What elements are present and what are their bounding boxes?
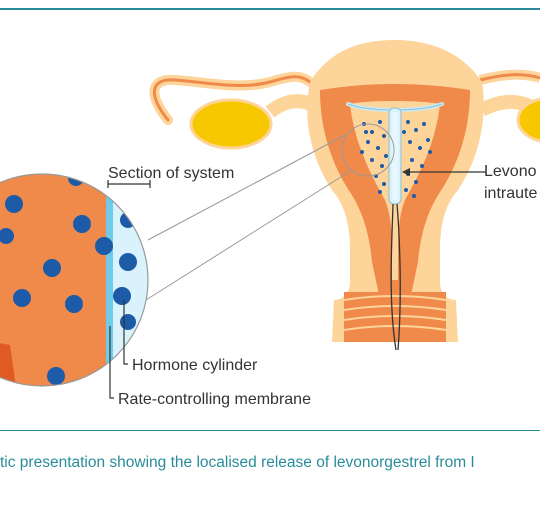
top-rule <box>0 8 540 10</box>
bottom-rule <box>0 430 540 431</box>
label-rate-controlling-membrane: Rate-controlling membrane <box>118 391 311 408</box>
magnifier-source-circle <box>341 123 395 177</box>
membrane-leader <box>109 326 114 399</box>
device-leader-arrow <box>402 168 410 176</box>
right-ovary <box>516 97 540 143</box>
uterus-anatomy <box>149 40 540 351</box>
hormone-cylinder-leader <box>123 300 128 365</box>
zoom-connector-top <box>147 134 346 241</box>
label-section-of-system: Section of system <box>108 165 234 182</box>
label-device-line1: Levono <box>484 163 537 180</box>
label-hormone-cylinder: Hormone cylinder <box>132 357 258 374</box>
uterus-diagram: Section of system Hormone cylinder Rate-… <box>0 40 540 408</box>
figure-caption: tic presentation showing the localised r… <box>0 454 475 471</box>
zoom-connector-bottom <box>145 169 353 301</box>
left-ovary <box>189 98 273 150</box>
cervix-rugae <box>343 292 447 342</box>
intrauterine-system <box>346 102 444 351</box>
label-device-line2: intraute <box>484 185 537 202</box>
section-bracket <box>107 180 151 188</box>
membrane-zoomed <box>106 174 113 386</box>
